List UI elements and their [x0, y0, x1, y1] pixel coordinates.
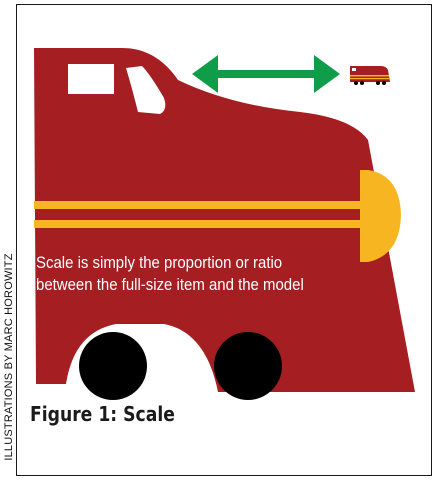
model-train-icon: [350, 66, 390, 85]
wheel-front: [79, 332, 147, 400]
double-arrow-icon: [192, 55, 340, 93]
scale-definition-line-2: between the full-size item and the model: [36, 274, 304, 296]
wheel-rear: [214, 332, 282, 400]
locomotive-illustration: [34, 48, 415, 400]
side-window: [68, 64, 114, 94]
scale-definition-line-1: Scale is simply the proportion or ratio: [36, 252, 304, 274]
stripe-upper: [34, 201, 364, 209]
figure-caption: Figure 1: Scale: [30, 402, 175, 426]
stripe-lower: [34, 220, 364, 228]
nose-emblem: [360, 170, 401, 262]
scale-definition: Scale is simply the proportion or ratio …: [36, 252, 304, 296]
